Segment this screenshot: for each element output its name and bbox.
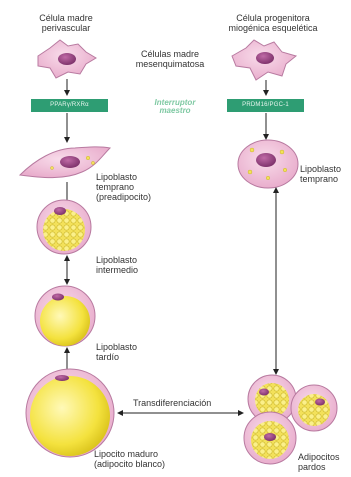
early-lipoblast-left-label: Lipoblasto temprano (preadipocito) xyxy=(96,172,151,202)
mesenchymal-stem-cells-label: Células madre mesenquimatosa xyxy=(120,49,220,69)
brown-adipocytes-cell-cluster xyxy=(244,375,337,464)
perivascular-stem-cell-label: Célula madre perivascular xyxy=(16,13,116,33)
intermediate-lipoblast-label: Lipoblasto intermedio xyxy=(96,255,138,275)
myogenic-progenitor-cell xyxy=(232,40,296,80)
mature-lipocyte-cell xyxy=(26,369,114,457)
mature-lipocyte-label: Lipocito maduro (adipocito blanco) xyxy=(94,449,165,469)
pparg-rxra-box: PPARγ/RXRα xyxy=(31,99,108,112)
late-lipoblast-label: Lipoblasto tardío xyxy=(96,342,137,362)
transdifferentiation-label: Transdiferenciación xyxy=(133,398,211,408)
early-lipoblast-right-label: Lipoblasto temprano xyxy=(300,164,341,184)
intermediate-lipoblast-cell xyxy=(37,200,91,254)
myogenic-progenitor-label: Célula progenitora miogénica esquelética xyxy=(211,13,335,33)
late-lipoblast-cell xyxy=(35,286,95,346)
perivascular-stem-cell xyxy=(38,40,96,78)
prdm16-pgc1-box: PRDM16/PGC-1 xyxy=(227,99,304,112)
brown-adipocytes-label: Adipocitos pardos xyxy=(298,452,340,472)
early-lipoblast-right-cell xyxy=(238,140,298,188)
master-switch-label: Interruptor maestro xyxy=(140,99,210,115)
